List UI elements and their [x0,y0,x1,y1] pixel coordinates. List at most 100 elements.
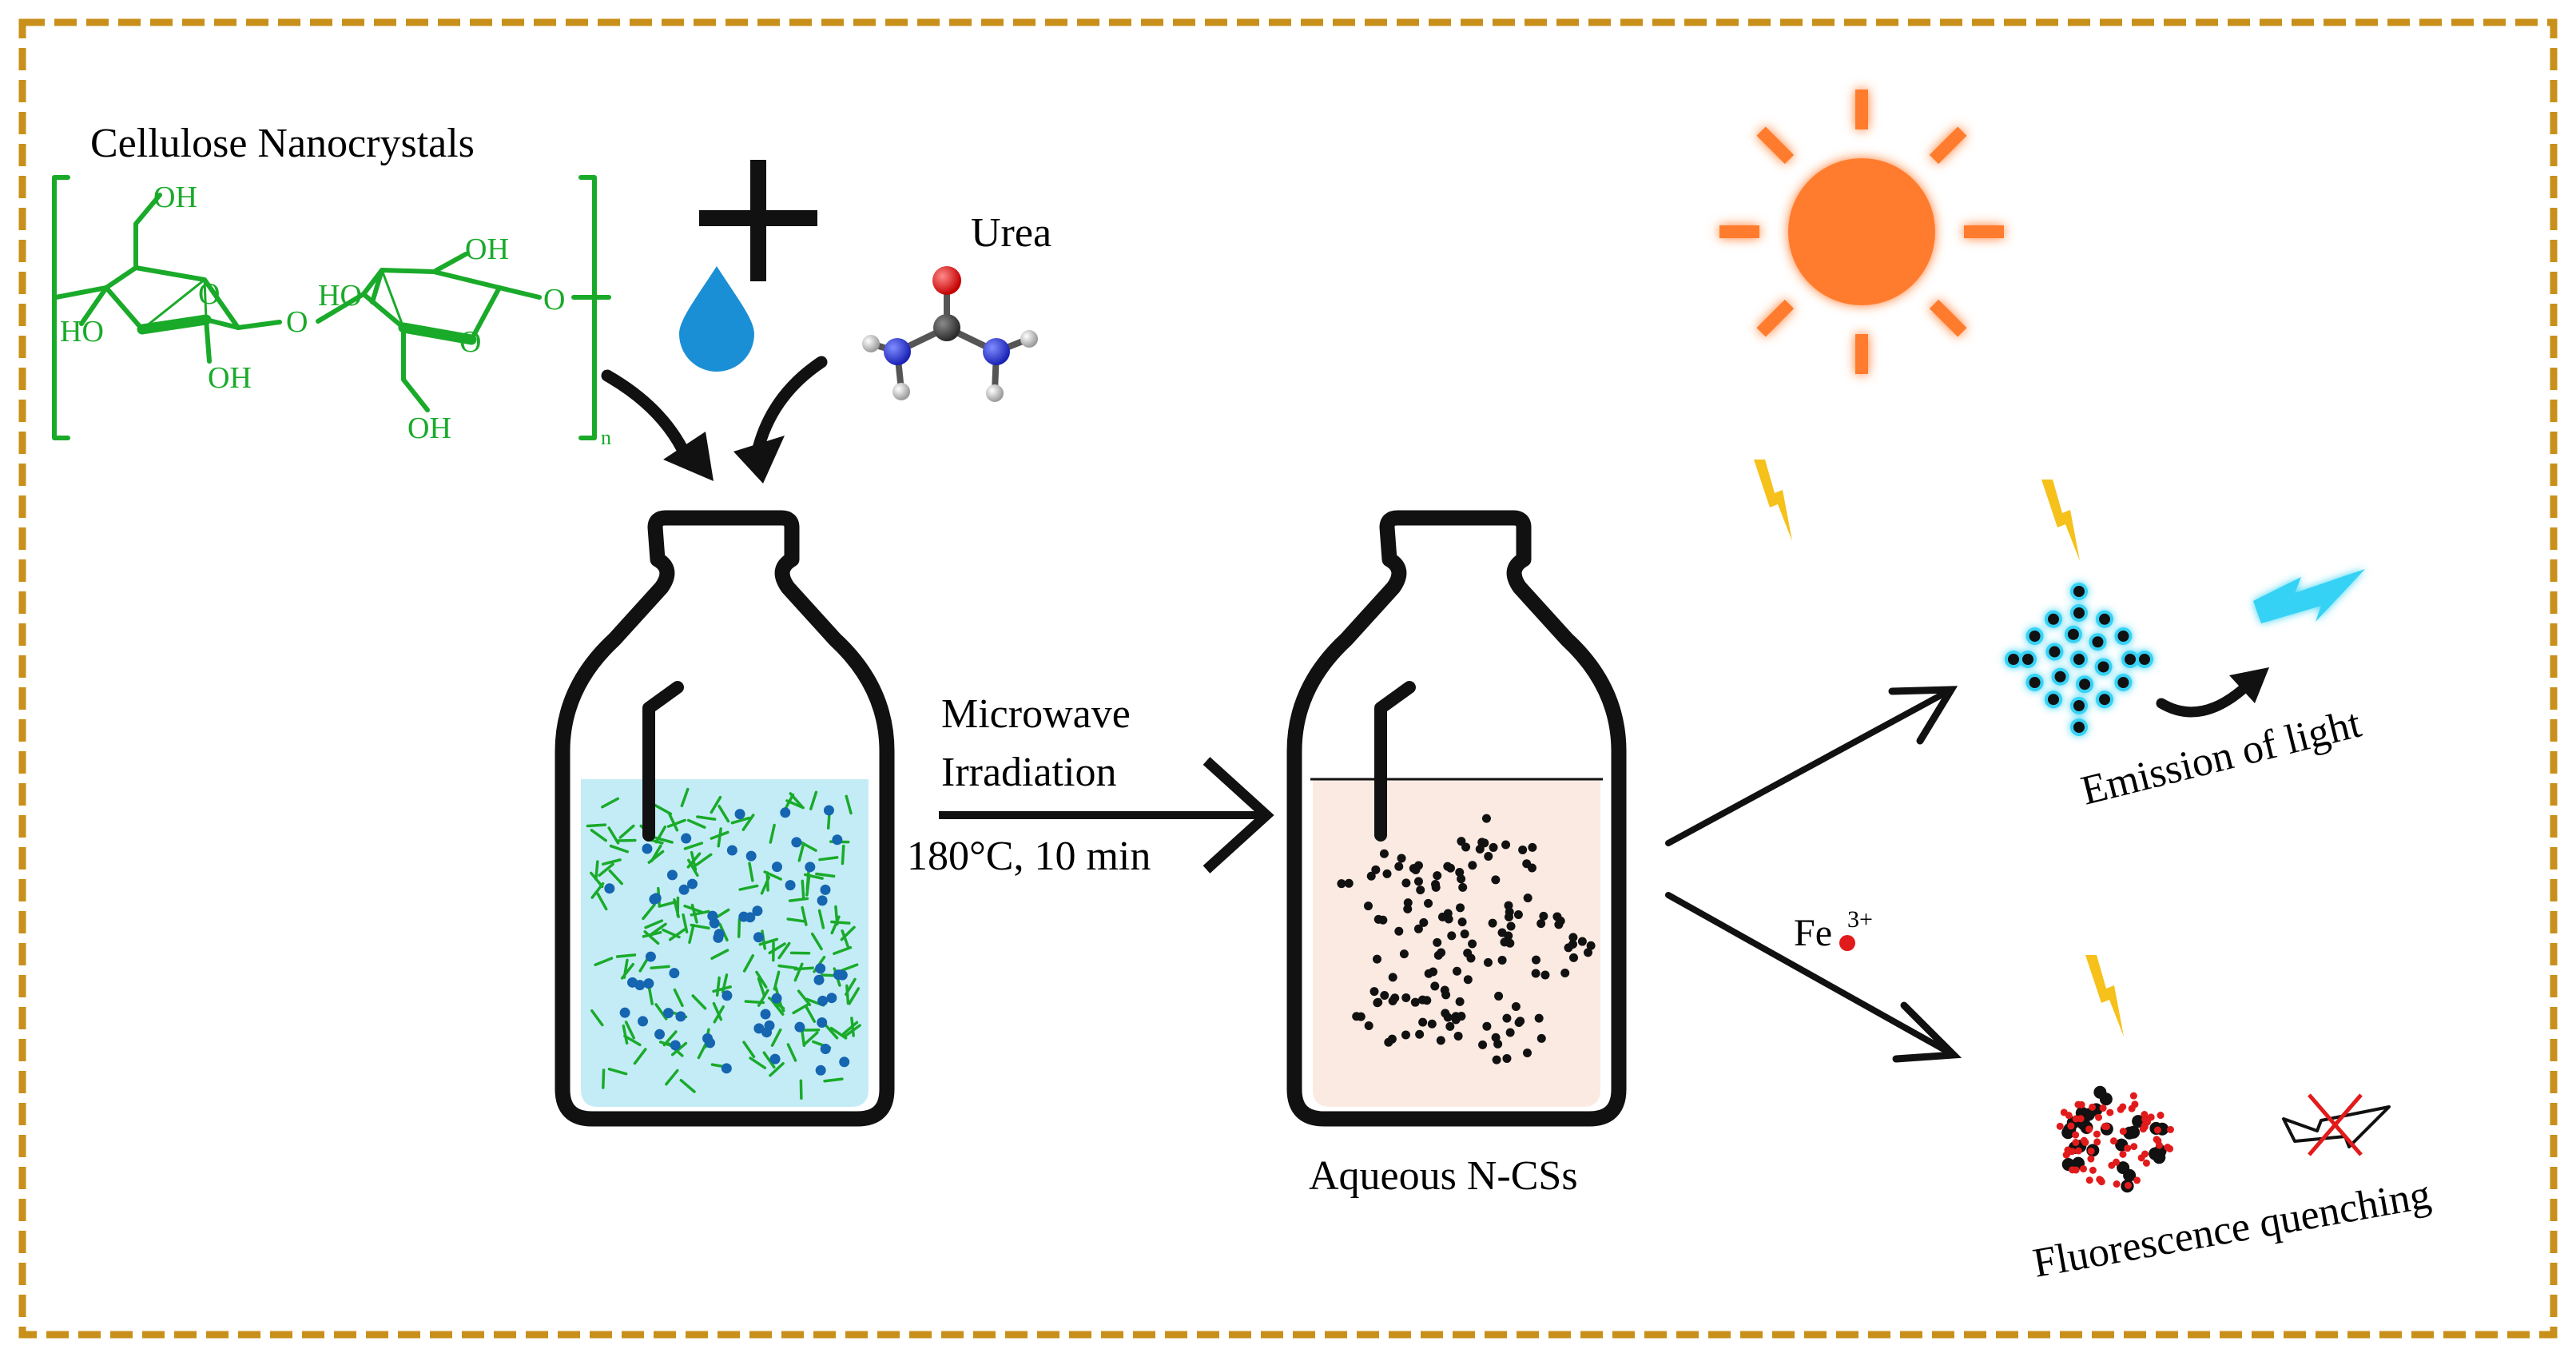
cellulose-rod [651,966,669,968]
cluster-dot [2029,677,2041,688]
urea-particle [752,905,762,916]
carbon-dot [1380,850,1389,858]
carbon-dot [1537,1034,1546,1043]
carbon-dot [1389,997,1397,1005]
cluster-dot [2049,647,2060,658]
urea-particle [713,933,723,943]
carbon-dot [1489,919,1497,928]
cluster-dot [2068,629,2079,640]
fe-ion-dot [2072,1132,2079,1139]
urea-particle [669,968,679,978]
carbon-dot [1507,921,1516,930]
cluster-dot [2099,614,2110,625]
lightning-bolt-icon [1754,460,1792,541]
cnc-atom-labels: OH O HO OH O HO OH O OH O n [60,181,611,449]
urea-particle [620,1008,630,1018]
carbon-dot [1454,1032,1463,1041]
urea-particle [832,834,842,845]
carbon-dot [1388,1035,1397,1044]
cluster-dot [2008,654,2019,665]
urea-particle [817,996,828,1006]
fe-ion-dot [2074,1101,2081,1108]
fluorescent-cluster-icon [2005,583,2153,736]
carbon-dot [1498,956,1507,965]
carbon-dot [1505,913,1513,921]
fe-ion-dot [2087,1156,2094,1163]
fe-ion-dot [2110,1137,2117,1144]
carbon-dot [1425,969,1433,978]
carbon-dot [1484,958,1493,967]
carbon-dot [1397,854,1406,862]
plus-text: + [0,0,1,1]
arrow-urea-to-bottle [757,362,821,452]
carbon-dot [1373,998,1382,1007]
urea-particle [772,993,782,1004]
irradiation-label: Irradiation [941,750,1116,795]
carbon-dot [1568,940,1577,949]
fe-ion-dot [2140,1125,2147,1132]
cluster-dot [2055,671,2066,682]
carbon-dot [1560,969,1569,977]
urea-particle [651,893,662,903]
fe-ion-dot [2088,1148,2095,1155]
urea-particle [839,1057,849,1067]
fe-ion-dot [2119,1151,2126,1158]
carbon-dot [1364,901,1373,910]
fe-ion-dot [2141,1111,2148,1118]
emitted-light-bolt-icon [2253,569,2365,623]
cluster-dot [2117,631,2129,642]
sun-disc [1788,158,1935,305]
fe-ion-dot [2057,1123,2064,1130]
ho-left: HO [60,315,104,348]
carbon-dot [1371,866,1380,874]
ho-middle: HO [318,279,362,312]
fe-ion-dot [2157,1112,2165,1119]
urea-particle [687,879,698,889]
carbon-dot [1464,975,1473,984]
urea-particle [642,843,652,854]
carbon-dot [1494,992,1503,1001]
cellulose-rod [603,1070,604,1088]
carbon-dot [1514,910,1523,919]
urea-particle [821,1044,831,1054]
carbon-dot [1554,920,1563,929]
arrow-cnc-to-bottle [607,376,686,456]
water-droplet-icon [679,266,754,372]
fe-ion-dot [2089,1167,2097,1174]
fe-ion-dot [2154,1127,2161,1134]
urea-molecule-icon [862,266,1038,402]
arrowhead-quenching [1896,1005,1954,1059]
carbon-dot [1369,987,1378,996]
carbon-dot [1419,918,1428,927]
oh-bottom-2: OH [407,412,451,445]
urea-particle [643,978,654,989]
emission-curved-arrow [2161,686,2247,712]
carbon-dot [1512,1002,1521,1011]
plus-sign [699,160,817,281]
carbon-dot [1455,868,1464,877]
quenched-dot [2100,1092,2113,1105]
urea-particle [654,1029,665,1040]
sun-icon [1719,90,2004,374]
reactant-bottle [563,518,887,1119]
urea-label: Urea [971,210,1051,256]
cluster-dot [2073,607,2085,619]
carbon-dot [1468,861,1477,870]
carbon-dot [1357,1013,1366,1021]
urea-particle [815,963,825,973]
carbon-dot [1523,1049,1532,1057]
carbon-dot [1414,862,1423,870]
fe-ion-dot [2125,1182,2132,1189]
cluster-dot [2022,654,2033,665]
urea-particle [817,1017,827,1028]
fe-ion-dot [2130,1143,2137,1150]
urea-particle [634,980,645,990]
carbon-dot [1532,969,1540,977]
oh-top: OH [153,181,197,214]
urea-particle [722,990,732,1001]
urea-particle [805,862,815,872]
carbon-dot [1528,843,1536,852]
urea-particle [821,885,831,895]
fe-ion-dot [2130,1092,2137,1100]
